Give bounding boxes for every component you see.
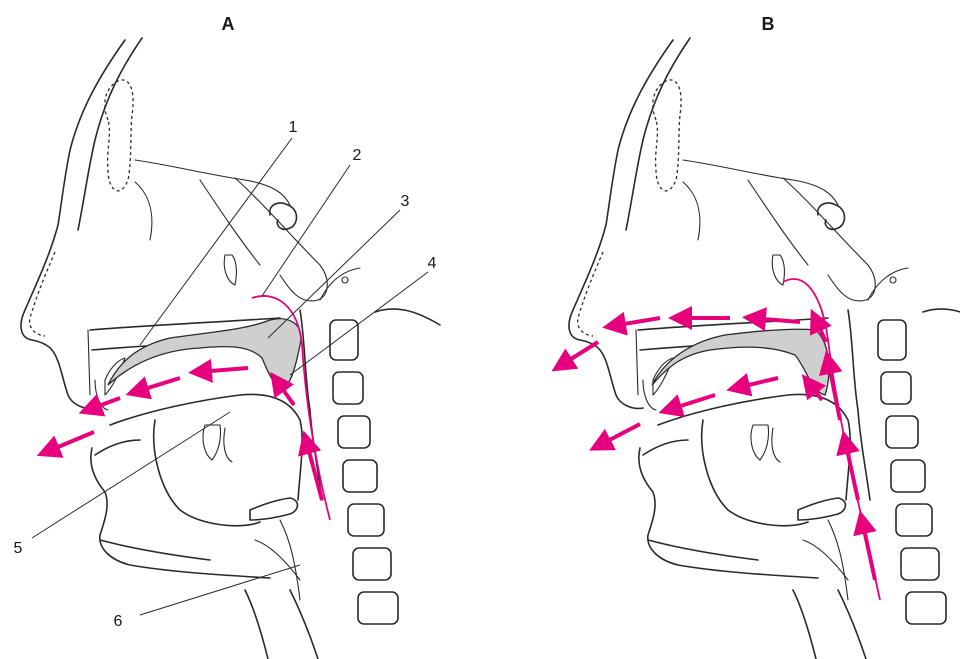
callout-leader-1 — [140, 138, 292, 345]
airflow-arrow — [560, 342, 598, 366]
callout-leader-5 — [32, 412, 230, 538]
callout-leader-2 — [262, 165, 350, 296]
airflow-arrow — [668, 395, 715, 410]
airflow-arrow — [135, 378, 180, 392]
panel-label-a: A — [222, 14, 235, 34]
airflow-curve-b — [783, 279, 880, 600]
panel-b: B — [560, 14, 960, 659]
airflow-arrow — [612, 318, 660, 326]
callout-3: 3 — [401, 193, 410, 210]
callout-leader-6 — [140, 565, 300, 615]
soft-palate-shading-a — [108, 319, 301, 388]
head-sagittal-outline-a — [21, 38, 440, 659]
callout-5: 5 — [14, 540, 23, 557]
callout-4: 4 — [428, 255, 437, 272]
callout-leaders-a — [32, 138, 428, 615]
callout-6: 6 — [114, 613, 123, 630]
airflow-arrows-a — [46, 368, 322, 500]
callout-2: 2 — [353, 147, 362, 164]
callout-leader-4 — [290, 272, 428, 375]
airflow-arrow — [598, 424, 640, 446]
airflow-arrow — [828, 360, 840, 420]
airflow-arrow — [46, 432, 94, 452]
airflow-arrow — [736, 378, 778, 388]
airflow-arrow — [862, 520, 875, 580]
panel-label-b: B — [762, 14, 775, 34]
airflow-arrow — [198, 368, 248, 372]
panel-a: A 1 2 3 4 5 6 — [14, 14, 440, 659]
callout-1: 1 — [289, 119, 298, 136]
